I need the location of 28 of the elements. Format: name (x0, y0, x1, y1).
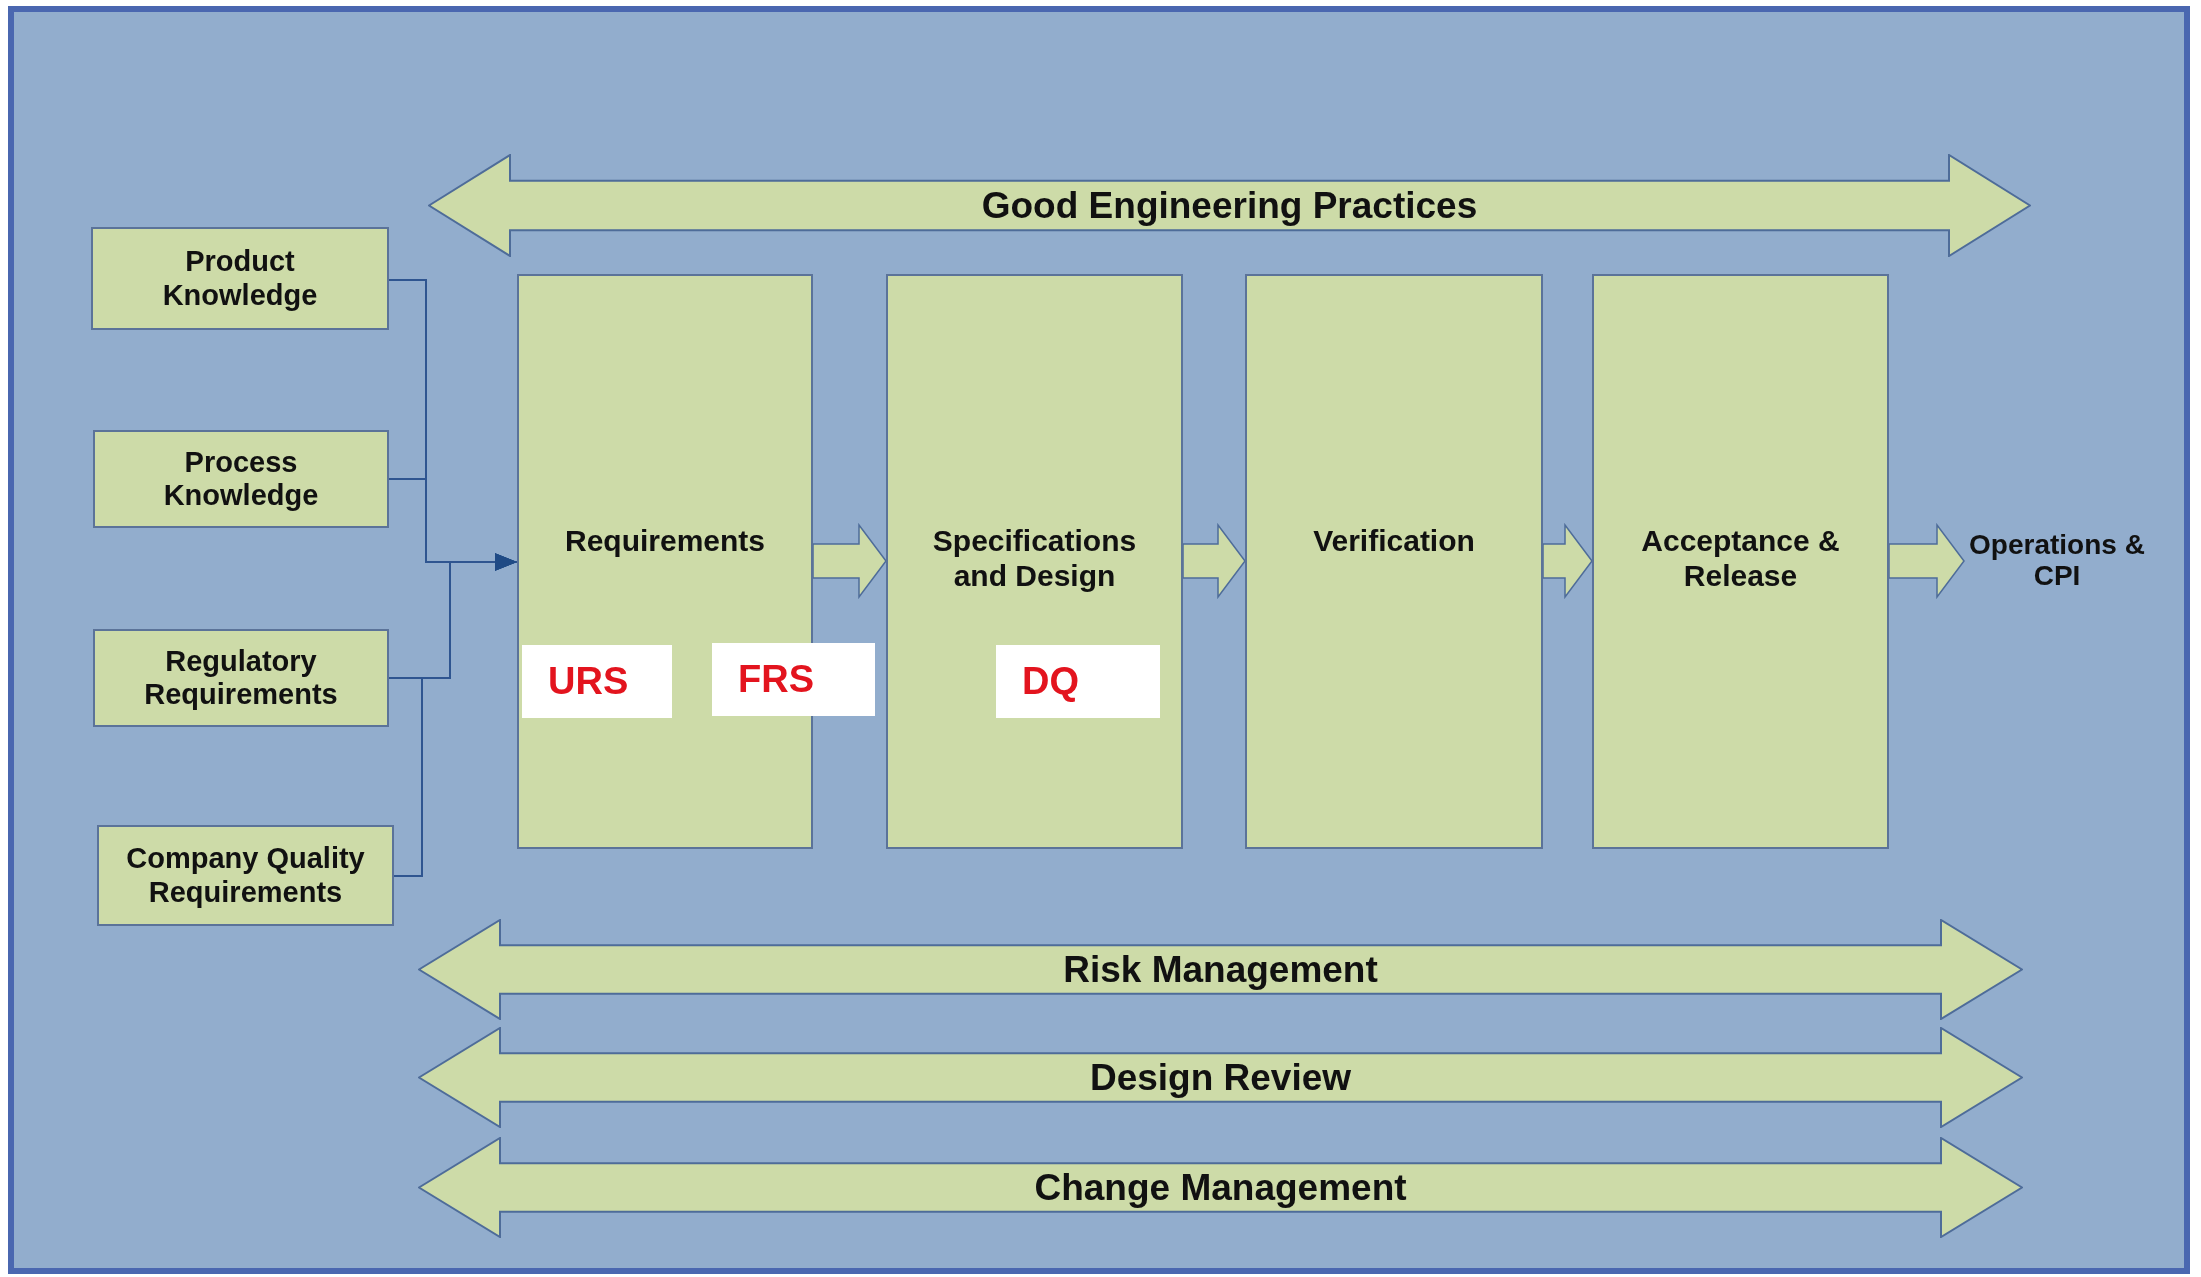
band-label: Design Review (1089, 1056, 1352, 1099)
box-label: Regulatory Requirements (143, 644, 339, 712)
input-box (91, 227, 389, 330)
phase-label: Specifications and Design (931, 524, 1138, 593)
band-label: Change Management (1034, 1166, 1407, 1209)
box-label: Company Quality Requirements (125, 842, 366, 909)
block-arrow (1888, 522, 1965, 600)
phase-label: Verification (1313, 524, 1475, 559)
phase-column (1592, 274, 1889, 849)
phase-column (1245, 274, 1543, 849)
block-arrow (812, 522, 887, 600)
document-tag: DQ (996, 645, 1160, 718)
phase-column (886, 274, 1183, 849)
block-arrow (1542, 522, 1593, 600)
document-tag: FRS (712, 643, 875, 716)
input-box (93, 629, 389, 727)
band-label: Good Engineering Practices (981, 184, 1478, 227)
box-label: Product Knowledge (161, 245, 319, 312)
block-arrow (1182, 522, 1246, 600)
band-label: Risk Management (1063, 948, 1378, 991)
box-label: Process Knowledge (162, 445, 320, 513)
input-box (97, 825, 394, 926)
input-box (93, 430, 389, 528)
phase-label: Acceptance & Release (1640, 524, 1841, 593)
node-label: Operations & CPI (1964, 530, 2150, 594)
document-tag: URS (522, 645, 672, 718)
phase-column (517, 274, 813, 849)
phase-label: Requirements (564, 524, 766, 559)
